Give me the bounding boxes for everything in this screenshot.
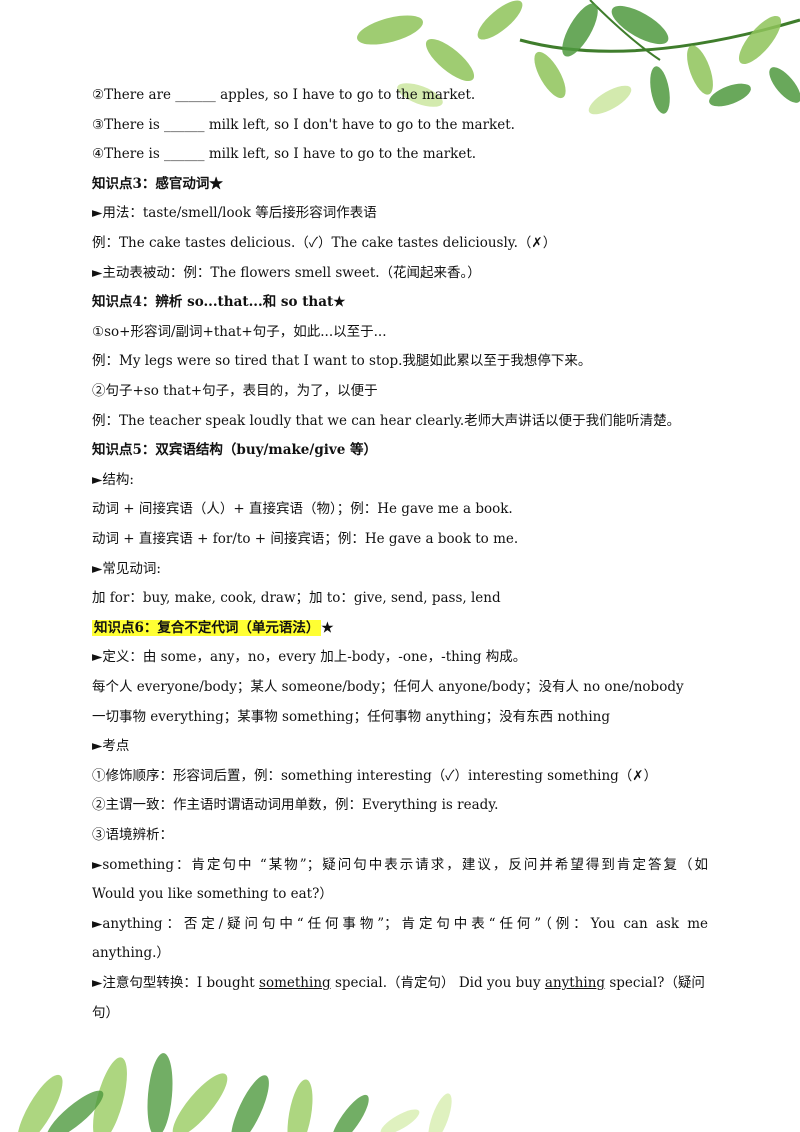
test-point-1: ①修饰顺序：形容词后置，例：something interesting（✓）in…	[92, 767, 658, 784]
transform-text-3: special?（疑问	[605, 975, 705, 991]
structure-line-1: 动词 + 间接宾语（人）+ 直接宾语（物）；例：He gave me a boo…	[92, 501, 513, 518]
underlined-something: something	[259, 975, 331, 991]
transform-text-1: ►注意句型转换：I bought	[92, 975, 260, 991]
so-that-example-2: 例：The teacher speak loudly that we can h…	[92, 412, 681, 429]
underlined-anything: anything	[544, 975, 606, 991]
leaf-decoration-bottom-icon	[17, 1053, 452, 1132]
something-usage-line-1: ►something：肯定句中 “某物”；疑问句中表示请求，建议，反问并希望得到…	[92, 856, 708, 873]
exercise-line-3: ③There is ______ milk left, so I don't h…	[92, 116, 515, 133]
exercise-line-4: ④There is ______ milk left, so I have to…	[92, 146, 477, 163]
pronoun-list-1: 每个人 everyone/body；某人 someone/body；任何人 an…	[92, 679, 684, 695]
so-that-example-1: 例：My legs were so tired that I want to s…	[92, 353, 592, 370]
transform-text-2: special.（肯定句） Did you buy	[330, 975, 545, 991]
anything-usage-line-2: anything.）	[92, 945, 170, 962]
pronoun-list-2: 一切事物 everything；某事物 something；任何事物 anyth…	[92, 708, 610, 725]
passive-line: ►主动表被动：例：The flowers smell sweet.（花闻起来香。…	[92, 264, 481, 281]
exercise-line-2: ②There are ______ apples, so I have to g…	[92, 87, 476, 103]
example-line: 例：The cake tastes delicious.（✓）The cake …	[92, 235, 557, 251]
structure-line-2: 动词 + 直接宾语 + for/to + 间接宾语；例：He gave a bo…	[92, 531, 519, 547]
transform-line-1: ►注意句型转换：I bought something special.（肯定句）…	[92, 972, 708, 994]
star-mark: ★	[321, 619, 334, 636]
test-point-3: ③语境辨析：	[92, 827, 173, 843]
test-point-2: ②主谓一致：作主语时谓语动词用单数，例：Everything is ready.	[92, 797, 499, 814]
section-heading-6: 知识点6：复合不定代词（单元语法）★	[92, 617, 708, 639]
common-verbs-label: ►常见动词:	[92, 560, 161, 577]
highlighted-heading: 知识点6：复合不定代词（单元语法）	[92, 619, 322, 636]
so-that-rule-1: ①so+形容词/副词+that+句子，如此...以至于...	[92, 323, 387, 340]
usage-line: ►用法：taste/smell/look 等后接形容词作表语	[92, 205, 377, 222]
test-points-label: ►考点	[92, 738, 130, 755]
so-that-rule-2: ②句子+so that+句子，表目的，为了，以便于	[92, 383, 378, 399]
definition-line: ►定义：由 some，any，no，every 加上-body，-one，-th…	[92, 649, 527, 666]
anything-usage-line-1: ►anything：否定/疑问句中“任何事物”；肯定句中表“任何”（例：You …	[92, 915, 708, 932]
something-usage-line-2: Would you like something to eat?）	[92, 886, 333, 903]
section-heading-3: 知识点3：感官动词★	[92, 175, 223, 192]
transform-line-2: 句）	[92, 1004, 119, 1021]
section-heading-4: 知识点4：辨析 so...that...和 so that★	[92, 294, 346, 311]
section-heading-5: 知识点5：双宾语结构（buy/make/give 等）	[92, 442, 378, 459]
common-verbs-line: 加 for：buy, make, cook, draw；加 to：give, s…	[92, 590, 501, 607]
structure-label: ►结构:	[92, 471, 134, 488]
